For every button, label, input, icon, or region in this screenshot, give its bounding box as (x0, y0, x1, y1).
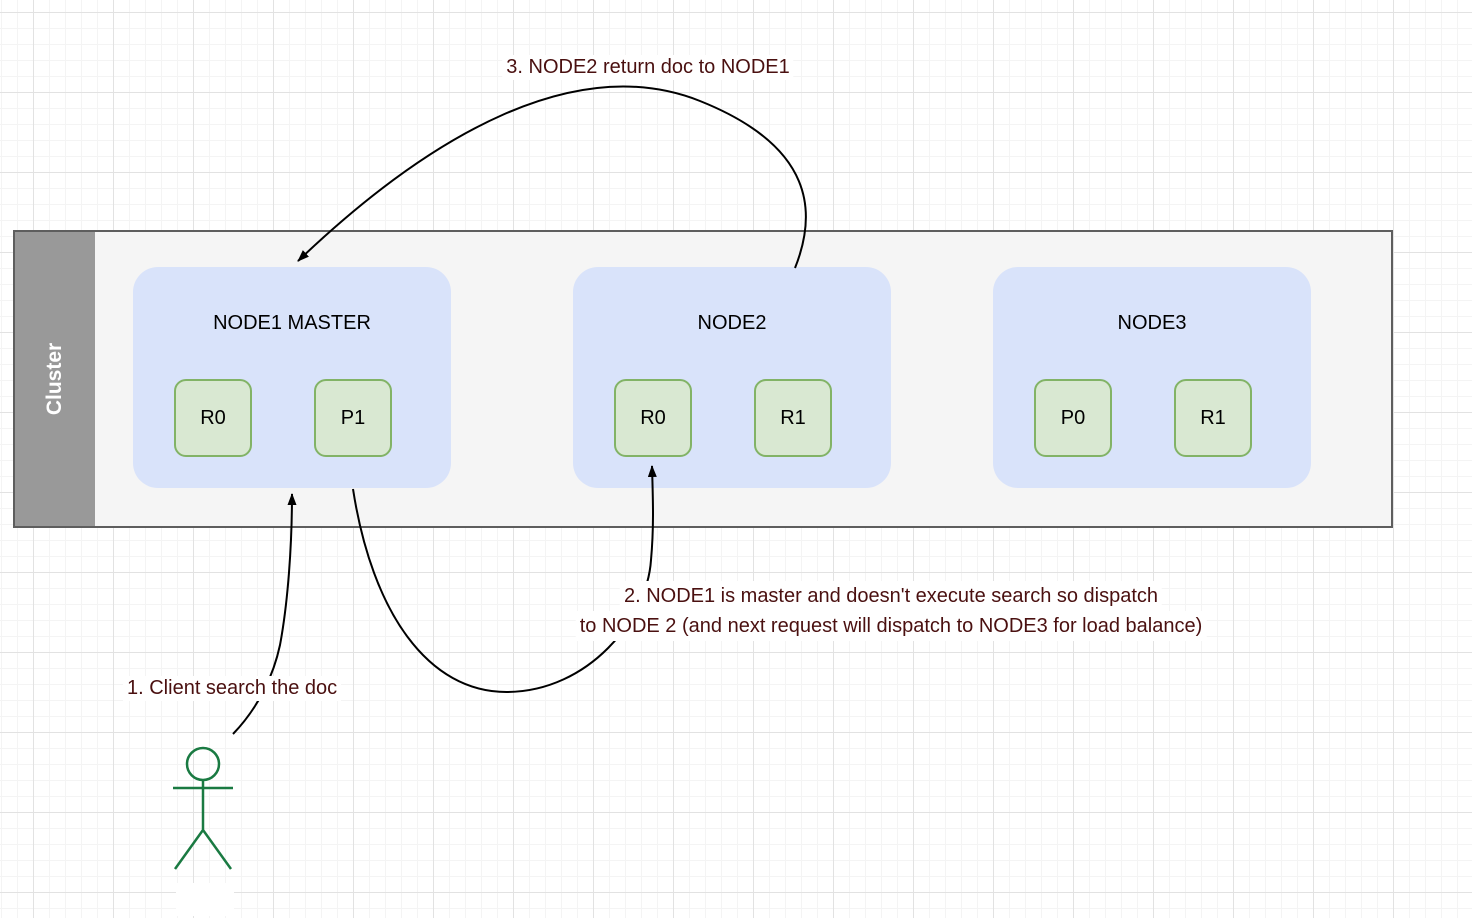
node1-master-box[interactable]: NODE1 MASTER R0 P1 (133, 267, 451, 488)
node1-shard-r0[interactable]: R0 (174, 379, 252, 457)
node3-title: NODE3 (1117, 312, 1187, 334)
node2-shard-r0[interactable]: R0 (614, 379, 692, 457)
annotation-step1-text: 1. Client search the doc (123, 676, 342, 701)
annotation-step3-text: 3. NODE2 return doc to NODE1 (502, 55, 794, 80)
annotation-step2-line2: to NODE 2 (and next request will dispatc… (575, 611, 1207, 641)
annotation-step2[interactable]: 2. NODE1 is master and doesn't execute s… (575, 581, 1207, 641)
node1-shard-p1[interactable]: P1 (314, 379, 392, 457)
cluster-title-bar[interactable]: Cluster (15, 232, 95, 526)
node3-box[interactable]: NODE3 P0 R1 (993, 267, 1311, 488)
node1-title: NODE1 MASTER (213, 312, 371, 334)
annotation-step3[interactable]: 3. NODE2 return doc to NODE1 (502, 55, 794, 80)
client-actor-label-area (176, 883, 234, 916)
annotation-step2-line1: 2. NODE1 is master and doesn't execute s… (619, 581, 1163, 611)
node2-box[interactable]: NODE2 R0 R1 (573, 267, 891, 488)
node2-title: NODE2 (697, 312, 767, 334)
node2-shard-r1[interactable]: R1 (754, 379, 832, 457)
node3-shard-p0[interactable]: P0 (1034, 379, 1112, 457)
client-actor-icon[interactable] (173, 746, 233, 870)
cluster-label: Cluster (43, 342, 66, 416)
annotation-step1[interactable]: 1. Client search the doc (123, 676, 342, 701)
node3-shard-r1[interactable]: R1 (1174, 379, 1252, 457)
